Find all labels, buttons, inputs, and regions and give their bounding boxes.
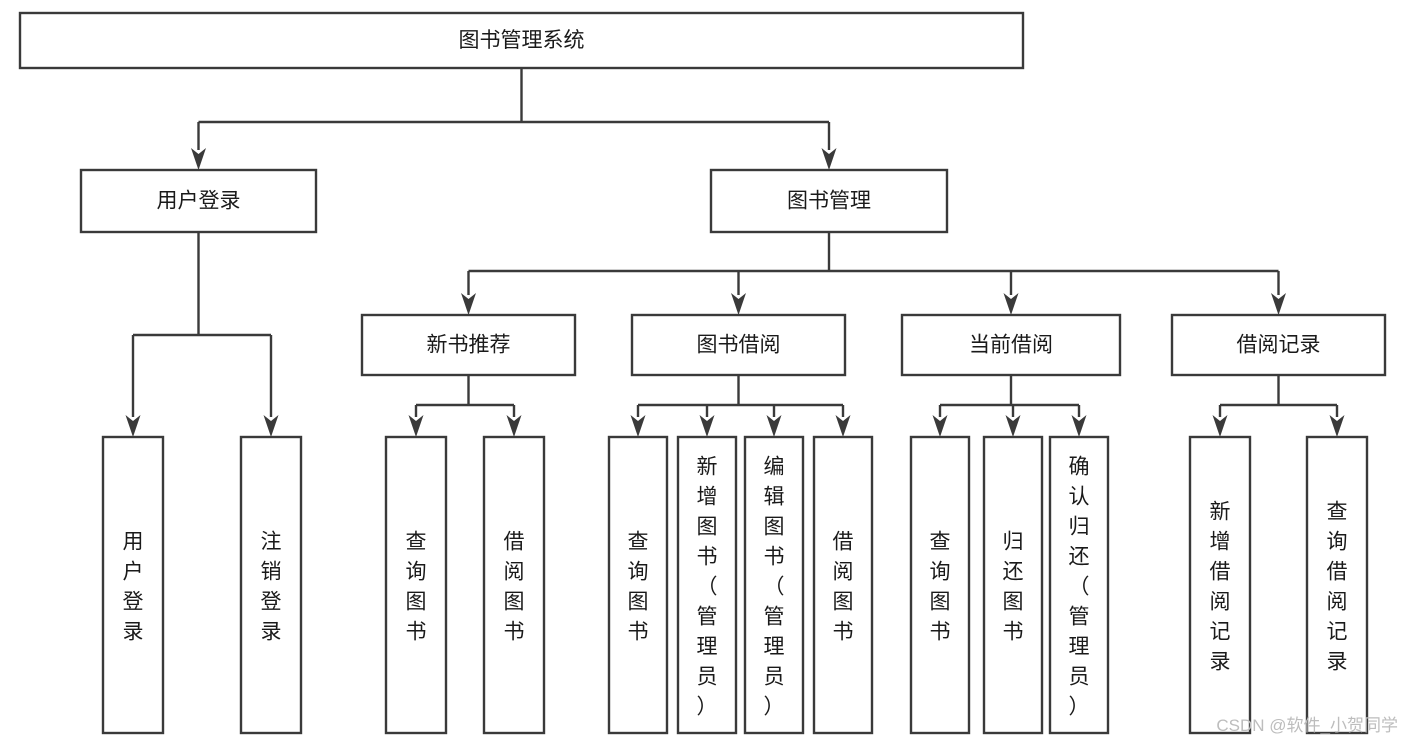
arrow-head-icon — [630, 415, 646, 437]
node-leaf-cur-confirm[interactable]: 确认归还（管理员）确认归还（管理员） — [0, 0, 1110, 735]
arrow-head-icon — [821, 148, 837, 170]
node-box — [1048, 435, 1110, 735]
node-leaf-new-query[interactable]: 查询图书查询图书 — [0, 0, 448, 735]
node-label: 查询图书 — [406, 530, 427, 643]
arrow-head-icon — [932, 415, 948, 437]
node-label: 查询图书 — [628, 530, 649, 643]
node-box — [18, 11, 1025, 70]
node-label: 新增借阅记录 — [1210, 500, 1231, 673]
node-label: 图书管理 — [787, 190, 871, 213]
connector-current — [932, 375, 1087, 437]
node-root[interactable]: 图书管理系统 — [18, 11, 1025, 70]
arrow-head-icon — [1003, 293, 1019, 315]
node-box — [982, 435, 1044, 735]
node-label: 图书管理系统 — [459, 29, 585, 52]
node-box — [1305, 435, 1369, 735]
node-leaf-bor-take[interactable]: 借阅图书 借阅图书 — [0, 0, 874, 735]
node-box — [909, 435, 971, 735]
node-bookmgmt[interactable]: 图书管理 — [709, 168, 949, 234]
node-label: 查询图书 — [930, 530, 951, 643]
node-label: 借阅图书 — [833, 530, 854, 643]
node-label: 编辑图书（管理员） — [764, 455, 785, 718]
node-box — [1170, 313, 1387, 377]
node-leaf-cur-return[interactable]: 归还图书归还图书 — [0, 0, 1044, 735]
node-login[interactable]: 用户登录 — [79, 168, 318, 234]
node-box — [812, 435, 874, 735]
node-label: 借阅记录 — [1237, 334, 1321, 357]
node-leaf-rec-query[interactable]: 查询借阅记录查询借阅记录 — [0, 0, 1369, 735]
arrow-head-icon — [1271, 293, 1286, 315]
connector-bookmgmt — [461, 232, 1286, 315]
node-current[interactable]: 当前借阅 — [900, 313, 1122, 377]
node-box — [360, 313, 577, 377]
node-label: 归还图书 — [1003, 530, 1024, 643]
node-box — [630, 313, 847, 377]
arrow-head-icon — [1005, 415, 1021, 437]
node-leaf-bor-add[interactable]: 新增图书（管理员）新增图书（管理员） — [0, 0, 738, 735]
node-box — [239, 435, 303, 735]
node-label: 用户登录 — [157, 190, 241, 213]
arrow-head-icon — [461, 293, 476, 315]
node-newbook[interactable]: 新书推荐 — [360, 313, 577, 377]
arrow-head-icon — [766, 415, 782, 437]
arrow-head-icon — [731, 293, 746, 315]
node-label: 确认归还（管理员） — [1069, 455, 1090, 718]
arrow-head-icon — [1212, 415, 1228, 437]
connector-login — [125, 232, 279, 437]
arrow-head-icon — [263, 415, 279, 437]
arrow-head-icon — [1329, 415, 1345, 437]
csdn-watermark: CSDN @软件_小贺同学 — [1216, 716, 1398, 735]
node-label: 图书借阅 — [697, 334, 781, 357]
node-box — [384, 435, 448, 735]
node-leaf-login-out[interactable]: 注销登录注销登录 — [0, 0, 303, 735]
node-box — [1188, 435, 1252, 735]
node-leaf-rec-add[interactable]: 新增借阅记录新增借阅记录 — [0, 0, 1252, 735]
node-box — [482, 435, 546, 735]
node-label: 查询借阅记录 — [1327, 500, 1348, 673]
node-leaf-bor-edit[interactable]: 编辑图书（管理员）编辑图书（管理员） — [0, 0, 805, 735]
arrow-head-icon — [191, 148, 206, 170]
node-box — [101, 435, 165, 735]
arrow-head-icon — [1071, 415, 1087, 437]
connector-borrow — [630, 375, 851, 437]
arrow-head-icon — [125, 415, 141, 437]
node-leaf-bor-query[interactable]: 查询图书 查询图书 — [0, 0, 669, 735]
connector-records — [1212, 375, 1345, 437]
connector-layer — [125, 68, 1345, 437]
node-label: 新增图书（管理员） — [697, 455, 718, 718]
node-box — [79, 168, 318, 234]
node-box — [709, 168, 949, 234]
node-label: 用户登录 — [123, 530, 144, 643]
node-leaf-cur-query[interactable]: 查询图书 查询图书 — [0, 0, 971, 735]
node-box — [900, 313, 1122, 377]
node-label: 当前借阅 — [969, 334, 1053, 357]
node-leaf-new-borrow[interactable]: 借阅图书借阅图书 — [0, 0, 546, 735]
arrow-head-icon — [506, 415, 522, 437]
arrow-head-icon — [408, 415, 424, 437]
node-label: 注销登录 — [261, 530, 282, 643]
connector-root — [191, 68, 837, 170]
node-box — [743, 435, 805, 735]
arrow-head-icon — [835, 415, 851, 437]
node-records[interactable]: 借阅记录 — [1170, 313, 1387, 377]
node-borrow[interactable]: 图书借阅 — [630, 313, 847, 377]
node-label: 新书推荐 — [427, 334, 511, 357]
node-box — [676, 435, 738, 735]
arrow-head-icon — [699, 415, 715, 437]
node-box — [607, 435, 669, 735]
connector-newbook — [408, 375, 522, 437]
node-label: 借阅图书 — [504, 530, 525, 643]
node-leaf-login-in[interactable]: 用户登录用户登录 — [0, 0, 165, 735]
